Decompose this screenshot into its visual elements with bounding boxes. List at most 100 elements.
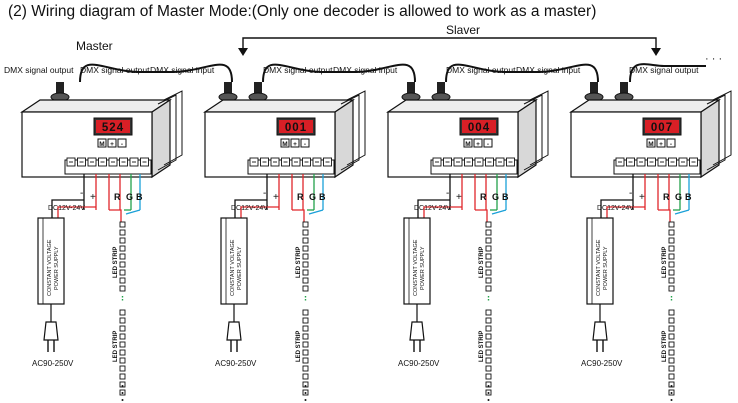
- led-chip-icon: [302, 285, 309, 292]
- wire: [125, 209, 141, 215]
- button-label: +: [110, 141, 114, 148]
- box-fin: [163, 90, 183, 166]
- button-label: -: [121, 141, 123, 148]
- led-chip-icon: [485, 285, 492, 292]
- ac-voltage-label: AC90-250V: [581, 359, 623, 368]
- wire: [475, 209, 488, 222]
- led-chip-icon: [485, 357, 492, 364]
- led-chip-icon: [302, 245, 309, 252]
- minus-sign: -: [263, 188, 266, 199]
- b-label: B: [502, 192, 509, 202]
- box-fin: [712, 90, 732, 166]
- xlr-plug-icon: [224, 82, 232, 94]
- terminal-housing: [64, 159, 152, 175]
- display-value: 004: [468, 122, 490, 134]
- led-chip-icon: [302, 357, 309, 364]
- led-chip-icon: [119, 309, 126, 316]
- led-chip-icon: [485, 317, 492, 324]
- led-chip-icon: [302, 309, 309, 316]
- dmx-input-label: DMX signal input: [150, 65, 215, 75]
- wire: [51, 199, 84, 218]
- led-chip-icon: [119, 349, 126, 356]
- m-button: [463, 138, 473, 148]
- minus-sign: -: [80, 188, 83, 199]
- wire: [600, 199, 633, 218]
- box-top: [386, 99, 538, 113]
- plus-sign: +: [273, 192, 279, 203]
- strip-continuation-dot: [487, 392, 490, 394]
- arrow-down-icon: [238, 48, 248, 56]
- box-fin: [346, 90, 366, 166]
- power-supply-text: CONSTANT VOLTAGE: [230, 239, 236, 296]
- led-chip-icon: [485, 237, 492, 244]
- plus-sign: +: [639, 192, 645, 203]
- wire: [57, 206, 96, 218]
- led-chip-icon: [119, 261, 126, 268]
- led-chip-icon: [119, 285, 126, 292]
- wire: [491, 209, 507, 215]
- ac-voltage-label: AC90-250V: [32, 359, 74, 368]
- power-plug-icon: [43, 321, 59, 341]
- box-fin: [523, 94, 543, 171]
- box-top: [569, 99, 721, 113]
- button-label: -: [670, 141, 672, 148]
- dmx-input-label: DMX signal input: [516, 65, 581, 75]
- power-plug-icon: [409, 321, 425, 341]
- led-chip-icon: [302, 277, 309, 284]
- led-chip-icon: [668, 325, 675, 332]
- dmx-cable: [629, 63, 706, 83]
- plus-button: [656, 138, 666, 148]
- box-fin: [529, 90, 549, 166]
- led-strip-label: LED STRIP: [479, 247, 485, 278]
- plus-button: [473, 138, 483, 148]
- power-plug-icon: [226, 321, 242, 341]
- led-chip-icon: [485, 341, 492, 348]
- led-chip-icon: [119, 365, 126, 372]
- button-label: M: [99, 141, 104, 148]
- led-strip-label: LED STRIP: [662, 247, 668, 278]
- ac-voltage-label: AC90-250V: [215, 359, 257, 368]
- wire: [109, 209, 122, 222]
- led-chip-icon: [485, 261, 492, 268]
- g-label: G: [492, 192, 499, 202]
- led-chip-icon: [119, 253, 126, 260]
- box-top: [203, 99, 355, 113]
- led-chip-icon: [302, 333, 309, 340]
- dc-voltage-label: DC12V-24V: [414, 205, 451, 212]
- slaver-signal-bus: Slaver· · ·: [238, 23, 722, 65]
- led-chip-icon: [668, 261, 675, 268]
- r-label: R: [480, 192, 487, 202]
- led-chip-icon: [302, 317, 309, 324]
- strip-continuation-dot: [304, 392, 307, 394]
- button-label: +: [293, 141, 297, 148]
- led-chip-icon: [485, 333, 492, 340]
- power-supply-body: [586, 217, 614, 305]
- dc-voltage-label: DC12V-24V: [231, 205, 268, 212]
- dmx-output-label: DMX signal output: [80, 65, 150, 75]
- led-chip-icon: [119, 333, 126, 340]
- led-chip-icon: [302, 373, 309, 380]
- led-chip-icon: [302, 221, 309, 228]
- terminal-block: [613, 157, 701, 175]
- plus-button: [107, 138, 117, 148]
- power-supply-text: POWER SUPPLY: [420, 246, 426, 290]
- strip-continuation-dot: [487, 385, 490, 387]
- led-strip-label: LED STRIP: [113, 247, 119, 278]
- box-side: [517, 98, 537, 179]
- led-chip-icon: [485, 221, 492, 228]
- box-side: [700, 98, 720, 179]
- dmx-output-label: DMX signal output: [629, 65, 699, 75]
- g-label: G: [309, 192, 316, 202]
- led-chip-icon: [485, 325, 492, 332]
- dmx-cable: [445, 63, 599, 83]
- dc-voltage-label: DC12V-24V: [597, 205, 634, 212]
- led-chip-icon: [668, 365, 675, 372]
- led-chip-icon: [119, 317, 126, 324]
- led-chip-icon: [668, 349, 675, 356]
